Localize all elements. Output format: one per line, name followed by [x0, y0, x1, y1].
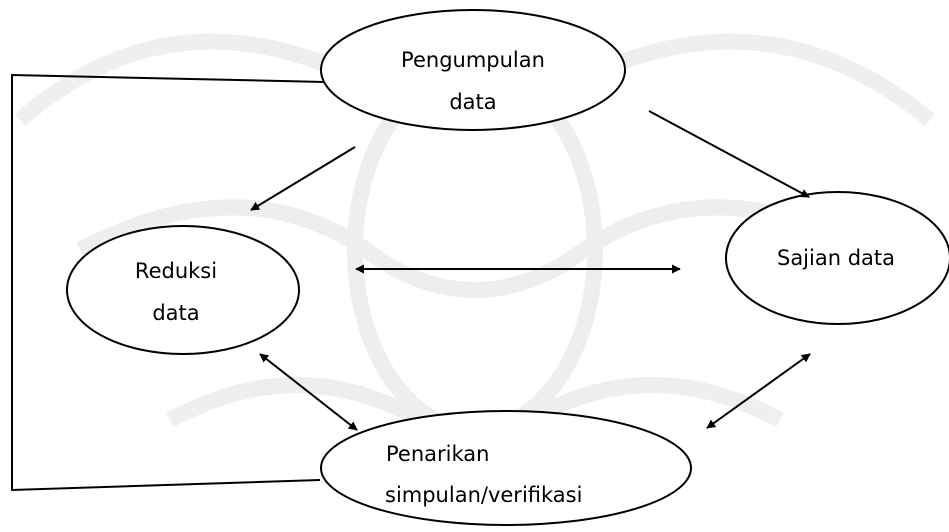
penarikan-label-line-2: simpulan/verifikasi [385, 483, 582, 507]
pengumpulan-label-line-1: Pengumpulan [401, 48, 545, 72]
pengumpulan-data-node [320, 9, 626, 131]
reduksi-label-line-1: Reduksi [135, 259, 217, 283]
sajian-label: Sajian data [777, 246, 895, 270]
arrow-sajian-penarikan [706, 353, 811, 429]
reduksi-label-line-2: data [152, 301, 199, 325]
feedback-line [11, 73, 326, 492]
arrow-pengumpulan-to-sajian [648, 110, 810, 198]
arrow-pengumpulan-to-reduksi [250, 146, 356, 211]
penarikan-simpulan-node [320, 410, 692, 526]
sajian-data-node [725, 191, 949, 325]
pengumpulan-label-line-2: data [449, 90, 496, 114]
reduksi-data-node [66, 225, 300, 355]
penarikan-label-line-1: Penarikan [386, 442, 489, 466]
arrow-reduksi-penarikan [259, 353, 358, 431]
